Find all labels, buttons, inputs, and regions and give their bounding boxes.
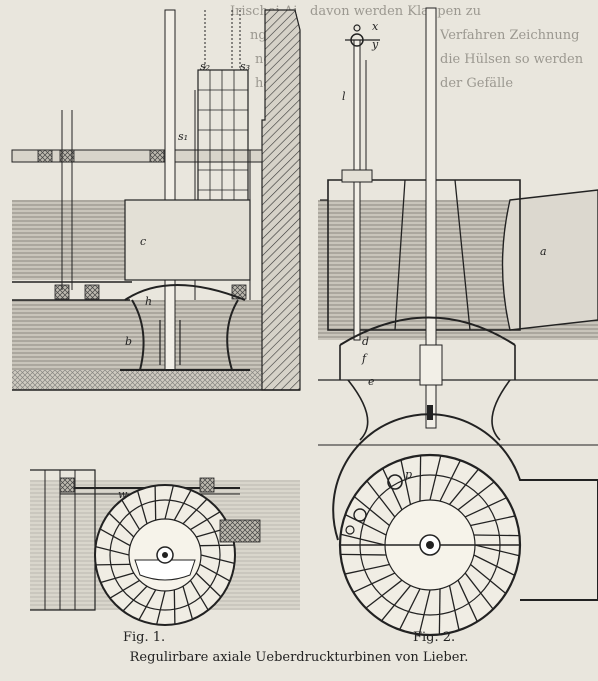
guide-vane <box>154 485 157 521</box>
fig2-vessel <box>327 179 521 331</box>
guide-vane <box>340 553 387 556</box>
guide-vane <box>381 585 411 622</box>
guide-vane <box>473 534 520 537</box>
guide-vane <box>199 563 231 582</box>
guide-vane <box>121 499 141 530</box>
guide-vane <box>474 544 520 557</box>
letter-s1: s₁ <box>178 130 188 143</box>
guide-vane <box>190 511 221 531</box>
guide-vane <box>464 497 507 518</box>
guide-vane <box>164 485 175 520</box>
letter-a: a <box>540 245 547 258</box>
fig1-floor <box>12 370 262 390</box>
fig2-outlet-pipe <box>501 189 598 331</box>
guide-vane <box>108 512 135 538</box>
background-text-right: davon werden Klappen zu Verfahren Zeichn… <box>300 0 598 640</box>
background-text-line: Verfahren Zeichnung <box>440 28 580 43</box>
fig1-plan <box>30 469 300 626</box>
guide-vane <box>473 554 516 576</box>
fig1-casing <box>124 199 251 281</box>
background-text-line: davon werden Klappen zu <box>310 4 481 19</box>
guide-vane <box>457 481 495 511</box>
fig2-control-rod <box>353 39 361 341</box>
guide-vane <box>400 459 412 505</box>
guide-vane <box>340 533 386 546</box>
fig2-main-shaft <box>425 7 437 429</box>
letter-c: c <box>140 235 146 248</box>
fig1-beam <box>11 149 263 163</box>
letter-h: h <box>145 295 152 308</box>
guide-vane <box>365 579 403 609</box>
guide-vane <box>470 515 516 527</box>
letter-w: w <box>118 488 128 501</box>
background-text-line: der Gefälle <box>440 76 514 91</box>
fig2-plan <box>332 413 598 637</box>
guide-vane <box>199 544 235 547</box>
guide-vane <box>366 480 396 518</box>
letter-p: p <box>405 468 412 481</box>
guide-vane <box>470 564 507 594</box>
guide-vane <box>448 585 460 631</box>
fig1-label: Fig. 1. <box>123 630 166 645</box>
fig1-wall <box>261 9 301 391</box>
guide-vane <box>344 563 390 575</box>
guide-vane <box>429 455 442 501</box>
letter-f: f <box>361 352 368 365</box>
guide-vane <box>457 579 478 622</box>
guide-vane <box>109 579 140 599</box>
guide-vane <box>464 572 494 610</box>
guide-vane <box>195 572 222 598</box>
letter-d: d <box>362 335 369 348</box>
guide-vane <box>99 528 131 547</box>
fig2-elevation <box>318 7 598 446</box>
guide-vane <box>344 514 387 536</box>
guide-vane <box>122 585 148 612</box>
guide-vane <box>418 589 431 635</box>
figure-caption: Regulirbare axiale Ueberdruckturbinen vo… <box>129 650 469 665</box>
guide-vane <box>353 496 390 526</box>
guide-vane <box>173 589 176 625</box>
guide-vane <box>95 563 131 566</box>
letter-x: x <box>372 20 379 33</box>
guide-vane <box>182 498 208 525</box>
letter-b: b <box>125 335 132 348</box>
guide-vane <box>182 585 194 620</box>
background-text-line: die Hülsen so werden <box>440 52 584 67</box>
fig1-elevation <box>11 9 301 391</box>
letter-e: e <box>368 375 375 388</box>
guide-vane <box>100 572 135 584</box>
guide-vane <box>173 489 192 521</box>
guide-vane <box>189 580 209 611</box>
guide-vane <box>439 459 461 502</box>
letter-s3: s₃ <box>240 60 250 73</box>
guide-vane <box>95 545 130 556</box>
fig2-label: Fig. 2. <box>413 630 456 645</box>
guide-vane <box>438 588 441 635</box>
letter-l: l <box>342 90 346 103</box>
letter-s2: s₂ <box>200 60 210 73</box>
guide-vane <box>353 572 396 593</box>
guide-vane <box>138 589 157 621</box>
guide-vane <box>155 590 166 625</box>
guide-vane <box>399 588 421 631</box>
guide-vane <box>200 554 235 565</box>
guide-vane <box>136 490 148 525</box>
letter-y: y <box>371 38 379 51</box>
guide-vane <box>449 468 479 505</box>
guide-vane <box>419 455 422 502</box>
